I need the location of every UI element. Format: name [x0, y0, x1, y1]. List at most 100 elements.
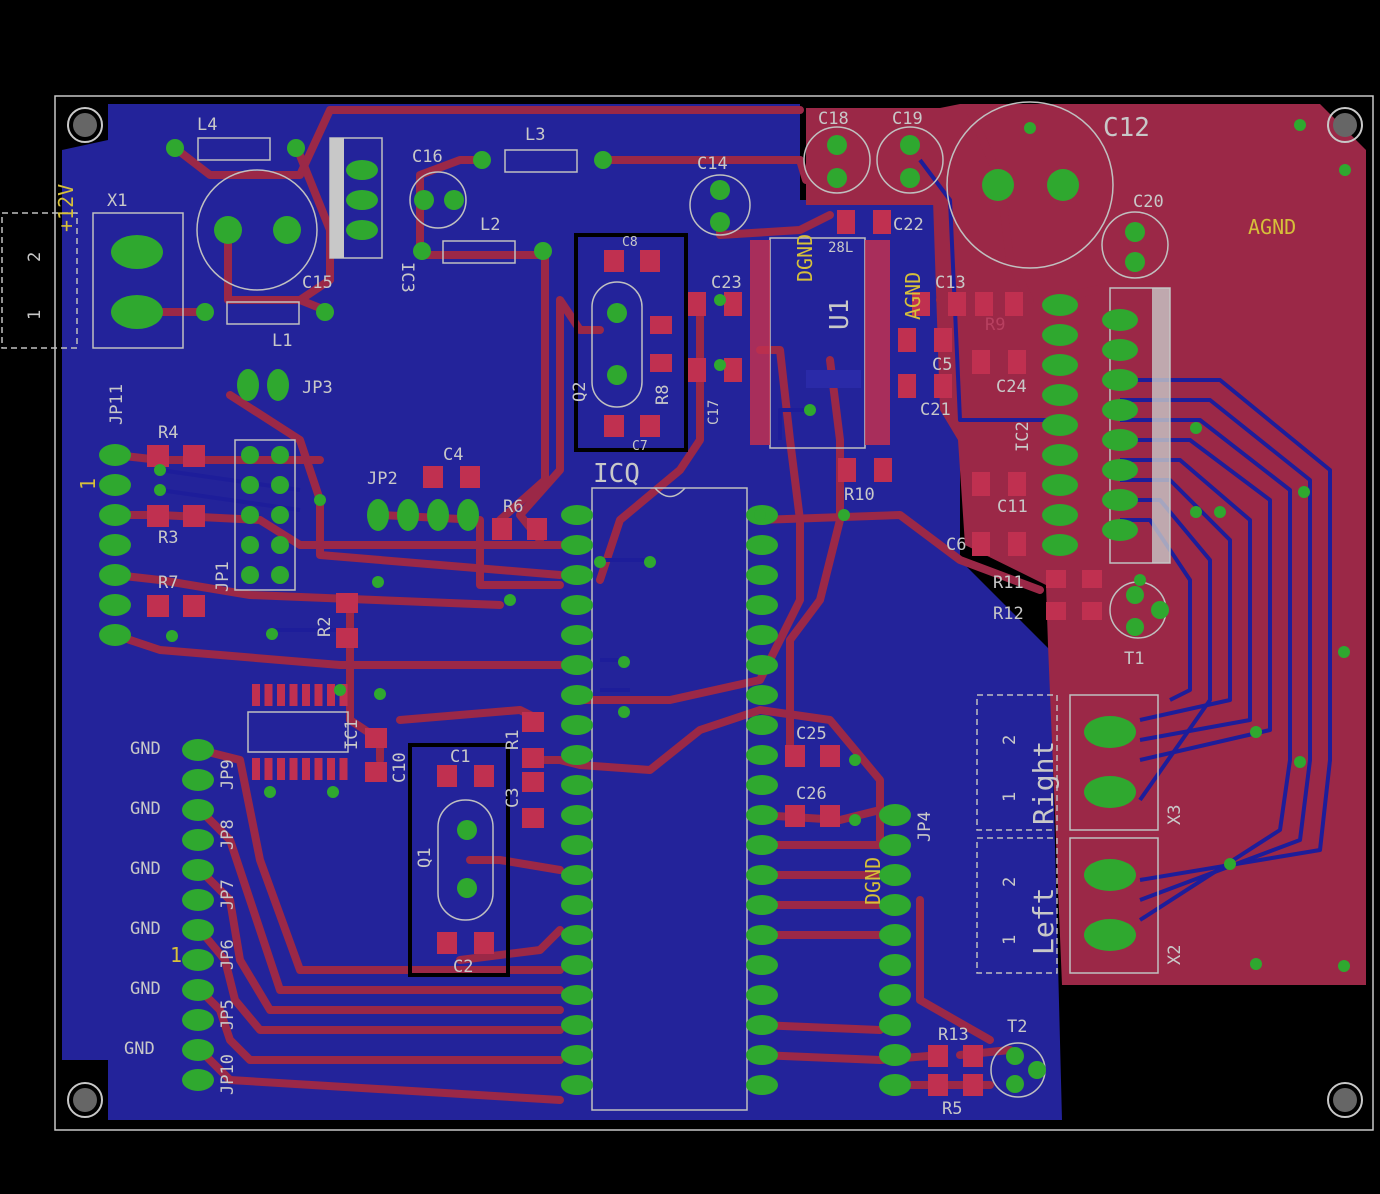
capacitor-c26[interactable]: [785, 805, 840, 827]
resistor-r6[interactable]: [492, 518, 547, 540]
label-28l: 28L: [828, 240, 853, 256]
connector-x1[interactable]: [1, 212, 184, 349]
resistor-r5[interactable]: [928, 1074, 983, 1096]
capacitor-c15[interactable]: [196, 169, 318, 291]
label-x2: X2: [1165, 945, 1185, 965]
ic1-pin: [277, 758, 285, 780]
microcontroller-icq[interactable]: [561, 487, 778, 1111]
via: [374, 688, 386, 700]
capacitor-c20[interactable]: [1101, 211, 1169, 279]
label-plus12v: +12V: [54, 184, 78, 232]
icq-pin: [561, 1045, 593, 1065]
icq-pin: [561, 505, 593, 525]
label-pin1-jp11: 1: [76, 478, 100, 490]
capacitor-c3[interactable]: [522, 772, 544, 828]
jp4-pin: [879, 1014, 911, 1036]
ic1-pin: [264, 684, 273, 706]
capacitor-c4[interactable]: [423, 466, 480, 488]
header-jp1[interactable]: [234, 439, 296, 591]
icq-pin: [746, 835, 778, 855]
inductor-l2[interactable]: [413, 240, 552, 264]
gnd-headers[interactable]: [182, 739, 214, 1091]
capacitor-c25[interactable]: [785, 745, 840, 767]
ic-ic2[interactable]: [1042, 287, 1171, 564]
via: [618, 656, 630, 668]
header-jp3[interactable]: [237, 369, 289, 401]
gnd-header-pin: [182, 919, 214, 941]
label-u1: U1: [825, 299, 855, 330]
via: [1298, 486, 1310, 498]
resistor-r4[interactable]: [147, 445, 205, 467]
resistor-r7[interactable]: [147, 595, 205, 617]
ic1-pin: [314, 684, 323, 706]
via: [804, 404, 816, 416]
capacitor-c19[interactable]: [876, 126, 944, 194]
icq-pin: [561, 535, 593, 555]
header-jp11[interactable]: [99, 444, 131, 646]
inductor-l4[interactable]: [166, 137, 305, 161]
crystal-q2[interactable]: [574, 233, 688, 452]
jp4-pin: [879, 1044, 911, 1066]
capacitor-c14[interactable]: [689, 174, 751, 236]
label-c26: C26: [796, 784, 827, 804]
via: [314, 494, 326, 506]
capacitor-c16[interactable]: [409, 171, 467, 229]
inductor-l1[interactable]: [196, 301, 334, 325]
via: [1190, 506, 1202, 518]
jp4-pin: [879, 984, 911, 1006]
icq-pin: [746, 985, 778, 1005]
via: [1338, 960, 1350, 972]
label-r5: R5: [942, 1099, 962, 1119]
agnd-copper-pour: [930, 104, 1366, 985]
via: [714, 359, 726, 371]
label-r10: R10: [844, 485, 875, 505]
label-c23: C23: [711, 273, 742, 293]
capacitor-c10[interactable]: [365, 728, 387, 782]
resistor-r13[interactable]: [928, 1045, 983, 1067]
ic1-pin: [339, 758, 348, 780]
connector-x3[interactable]: [976, 694, 1159, 831]
connector-x2[interactable]: [976, 837, 1159, 974]
label-c15: C15: [302, 273, 333, 293]
crystal-q1[interactable]: [408, 743, 510, 977]
label-r13: R13: [938, 1025, 969, 1045]
resistor-r1[interactable]: [522, 712, 544, 768]
via: [1134, 574, 1146, 586]
label-x3-pin1: 1: [1000, 792, 1020, 802]
ic1-pins: [252, 684, 348, 780]
bottom-copper-pour: [62, 104, 1062, 1120]
header-jp4[interactable]: [879, 804, 911, 1096]
via: [594, 556, 606, 568]
icq-pin: [746, 595, 778, 615]
gnd-header-pin: [182, 889, 214, 911]
inductor-l3[interactable]: [473, 149, 612, 173]
smd-pads-audio: [688, 210, 1102, 620]
label-jp7: JP7: [218, 879, 238, 910]
label-c2: C2: [453, 957, 473, 977]
resistor-r2[interactable]: [336, 593, 358, 648]
label-q1: Q1: [415, 848, 435, 868]
icq-right-pins: [746, 505, 778, 1095]
resistor-r3[interactable]: [147, 505, 205, 527]
icq-pin: [746, 925, 778, 945]
ic1-pin: [252, 684, 260, 706]
via: [1024, 122, 1036, 134]
label-l3: L3: [525, 125, 545, 145]
ic-ic1[interactable]: [247, 684, 349, 780]
label-l4: L4: [197, 115, 217, 135]
transistor-t2[interactable]: [990, 1042, 1046, 1098]
regulator-ic3[interactable]: [329, 137, 383, 259]
label-c6: C6: [946, 535, 966, 555]
transistor-t1[interactable]: [1109, 581, 1169, 639]
label-x1: X1: [107, 191, 127, 211]
header-jp2[interactable]: [367, 499, 479, 531]
capacitor-c12[interactable]: [946, 101, 1114, 269]
via: [266, 628, 278, 640]
gnd-header-pin: [182, 949, 214, 971]
icq-pin: [561, 685, 593, 705]
label-c10: C10: [390, 752, 410, 783]
capacitor-c18[interactable]: [803, 126, 871, 194]
icq-pin: [561, 895, 593, 915]
ic-u1[interactable]: [750, 237, 890, 449]
